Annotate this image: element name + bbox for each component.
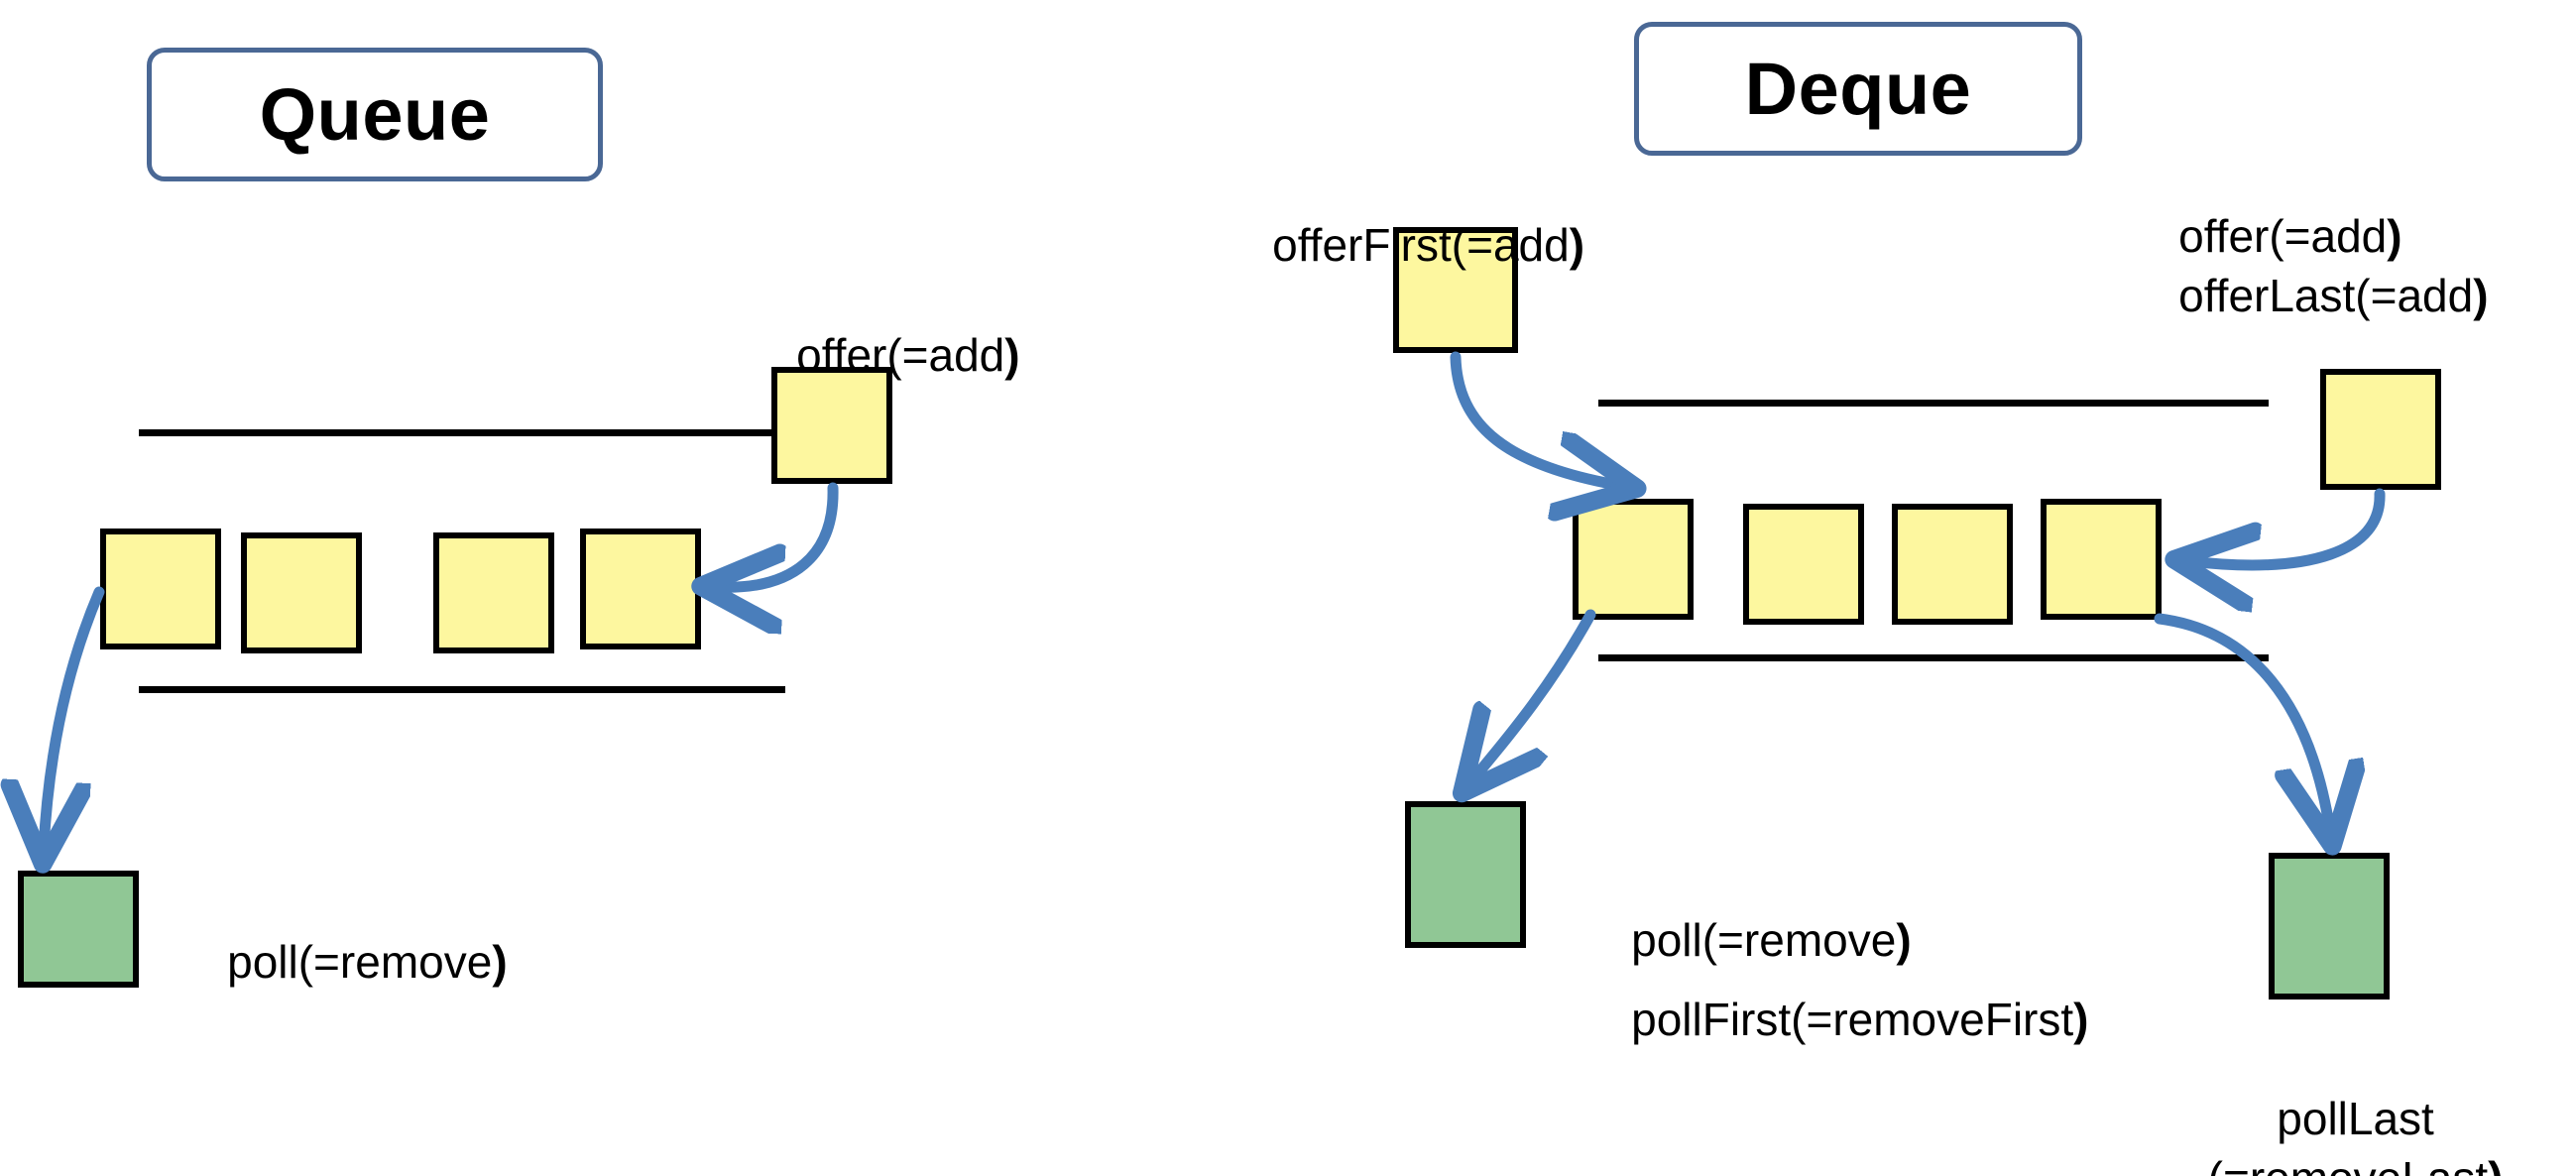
deque-poll-last-arrow xyxy=(2154,613,2330,831)
deque-lower-rail xyxy=(1598,654,2269,661)
queue-removed-element xyxy=(18,871,139,988)
deque-offer-last-label: offerLast(=add) xyxy=(2128,206,2489,385)
queue-lower-rail xyxy=(139,686,785,693)
deque-poll-first-arrow xyxy=(1471,609,1596,781)
deque-element-1 xyxy=(1573,499,1694,620)
deque-incoming-last-element xyxy=(2320,369,2441,490)
deque-title-box: Deque xyxy=(1634,22,2082,156)
deque-offer-first-text: offerFirst(=add xyxy=(1272,219,1570,271)
deque-offer-last-paren: ) xyxy=(2473,270,2489,321)
queue-offer-arrow xyxy=(716,482,839,587)
deque-title-text: Deque xyxy=(1744,48,1972,130)
deque-poll-last-remove-text: (=removeLast xyxy=(2208,1152,2489,1176)
deque-upper-rail xyxy=(1598,400,2269,407)
deque-incoming-first-element xyxy=(1393,227,1518,353)
deque-offer-text: offer(=add xyxy=(2178,210,2388,262)
deque-poll-label: poll(=remove) xyxy=(1581,851,1912,1029)
deque-poll-last-text: pollLast xyxy=(2277,1093,2434,1144)
queue-element-2 xyxy=(241,532,362,653)
deque-removed-first-element xyxy=(1405,801,1526,948)
deque-offer-label: offer(=add) xyxy=(2128,147,2402,325)
deque-offer-first-paren: ) xyxy=(1569,219,1585,271)
queue-offer-label: offer(=add) xyxy=(746,266,1020,444)
deque-offer-first-label: offerFirst(=add) xyxy=(1222,156,1584,334)
queue-upper-rail xyxy=(139,429,773,436)
deque-poll-last-remove-label: (=removeLast) xyxy=(2132,1089,2528,1176)
queue-poll-arrow xyxy=(44,586,105,849)
queue-poll-paren: ) xyxy=(492,936,508,988)
deque-offer-last-text: offerLast(=add xyxy=(2178,270,2474,321)
deque-poll-text: poll(=remove xyxy=(1631,914,1897,966)
deque-offer-last-arrow xyxy=(2189,488,2386,565)
queue-poll-text: poll(=remove xyxy=(227,936,493,988)
deque-poll-first-paren: ) xyxy=(2073,994,2089,1045)
deque-element-4 xyxy=(2041,499,2162,620)
deque-poll-last-paren: ) xyxy=(2488,1152,2503,1176)
queue-offer-paren: ) xyxy=(1004,329,1020,381)
deque-poll-paren: ) xyxy=(1896,914,1912,966)
deque-poll-first-label: pollFirst(=removeFirst) xyxy=(1581,930,2088,1109)
queue-title-text: Queue xyxy=(259,73,491,156)
queue-element-4 xyxy=(580,529,701,649)
deque-poll-first-text: pollFirst(=removeFirst xyxy=(1631,994,2074,1045)
deque-offer-paren: ) xyxy=(2387,210,2402,262)
queue-incoming-element xyxy=(771,367,892,484)
deque-element-3 xyxy=(1892,504,2013,625)
queue-element-1 xyxy=(100,529,221,649)
deque-offer-first-arrow xyxy=(1450,351,1622,486)
queue-offer-text: offer(=add xyxy=(796,329,1005,381)
deque-removed-last-element xyxy=(2269,853,2390,1000)
queue-title-box: Queue xyxy=(147,48,603,181)
deque-element-2 xyxy=(1743,504,1864,625)
queue-element-3 xyxy=(433,532,554,653)
queue-poll-label: poll(=remove) xyxy=(176,873,508,1051)
deque-poll-last-label: pollLast xyxy=(2132,1029,2528,1176)
